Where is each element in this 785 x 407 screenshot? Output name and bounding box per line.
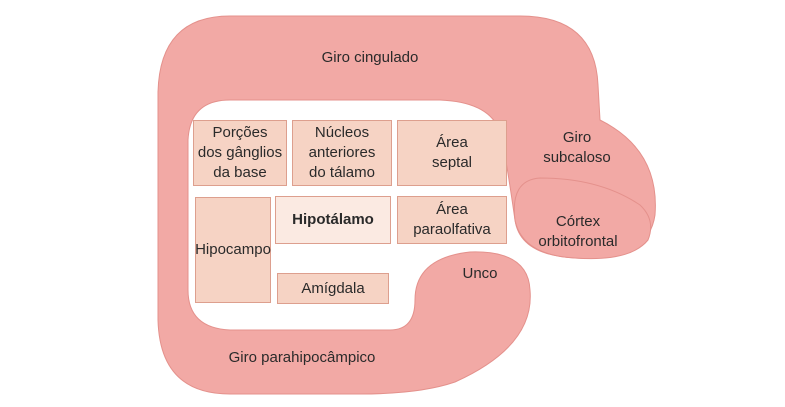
hippocampus-box: Hipocampo [195, 197, 271, 303]
hypothalamus-box: Hipotálamo [275, 196, 391, 244]
amygdala-box: Amígdala [277, 273, 389, 304]
cingulate-gyrus-label: Giro cingulado [321, 49, 419, 66]
limbic-ring [157, 15, 656, 395]
anterior-thalamic-nuclei-box: Núcleos anteriores do tálamo [292, 120, 392, 186]
parahippocampal-gyrus-label: Giro parahipocâmpico [228, 349, 376, 366]
uncus-label: Unco [462, 265, 498, 282]
paraolfactory-area-box: Área paraolfativa [397, 196, 507, 244]
septal-area-box: Área septal [397, 120, 507, 186]
orbitofrontal-lobe [513, 177, 652, 260]
basal-ganglia-box: Porções dos gânglios da base [193, 120, 287, 186]
orbitofrontal-cortex-label: Córtex orbitofrontal [538, 213, 618, 250]
subcallosal-gyrus-label: Giro subcaloso [543, 129, 611, 166]
